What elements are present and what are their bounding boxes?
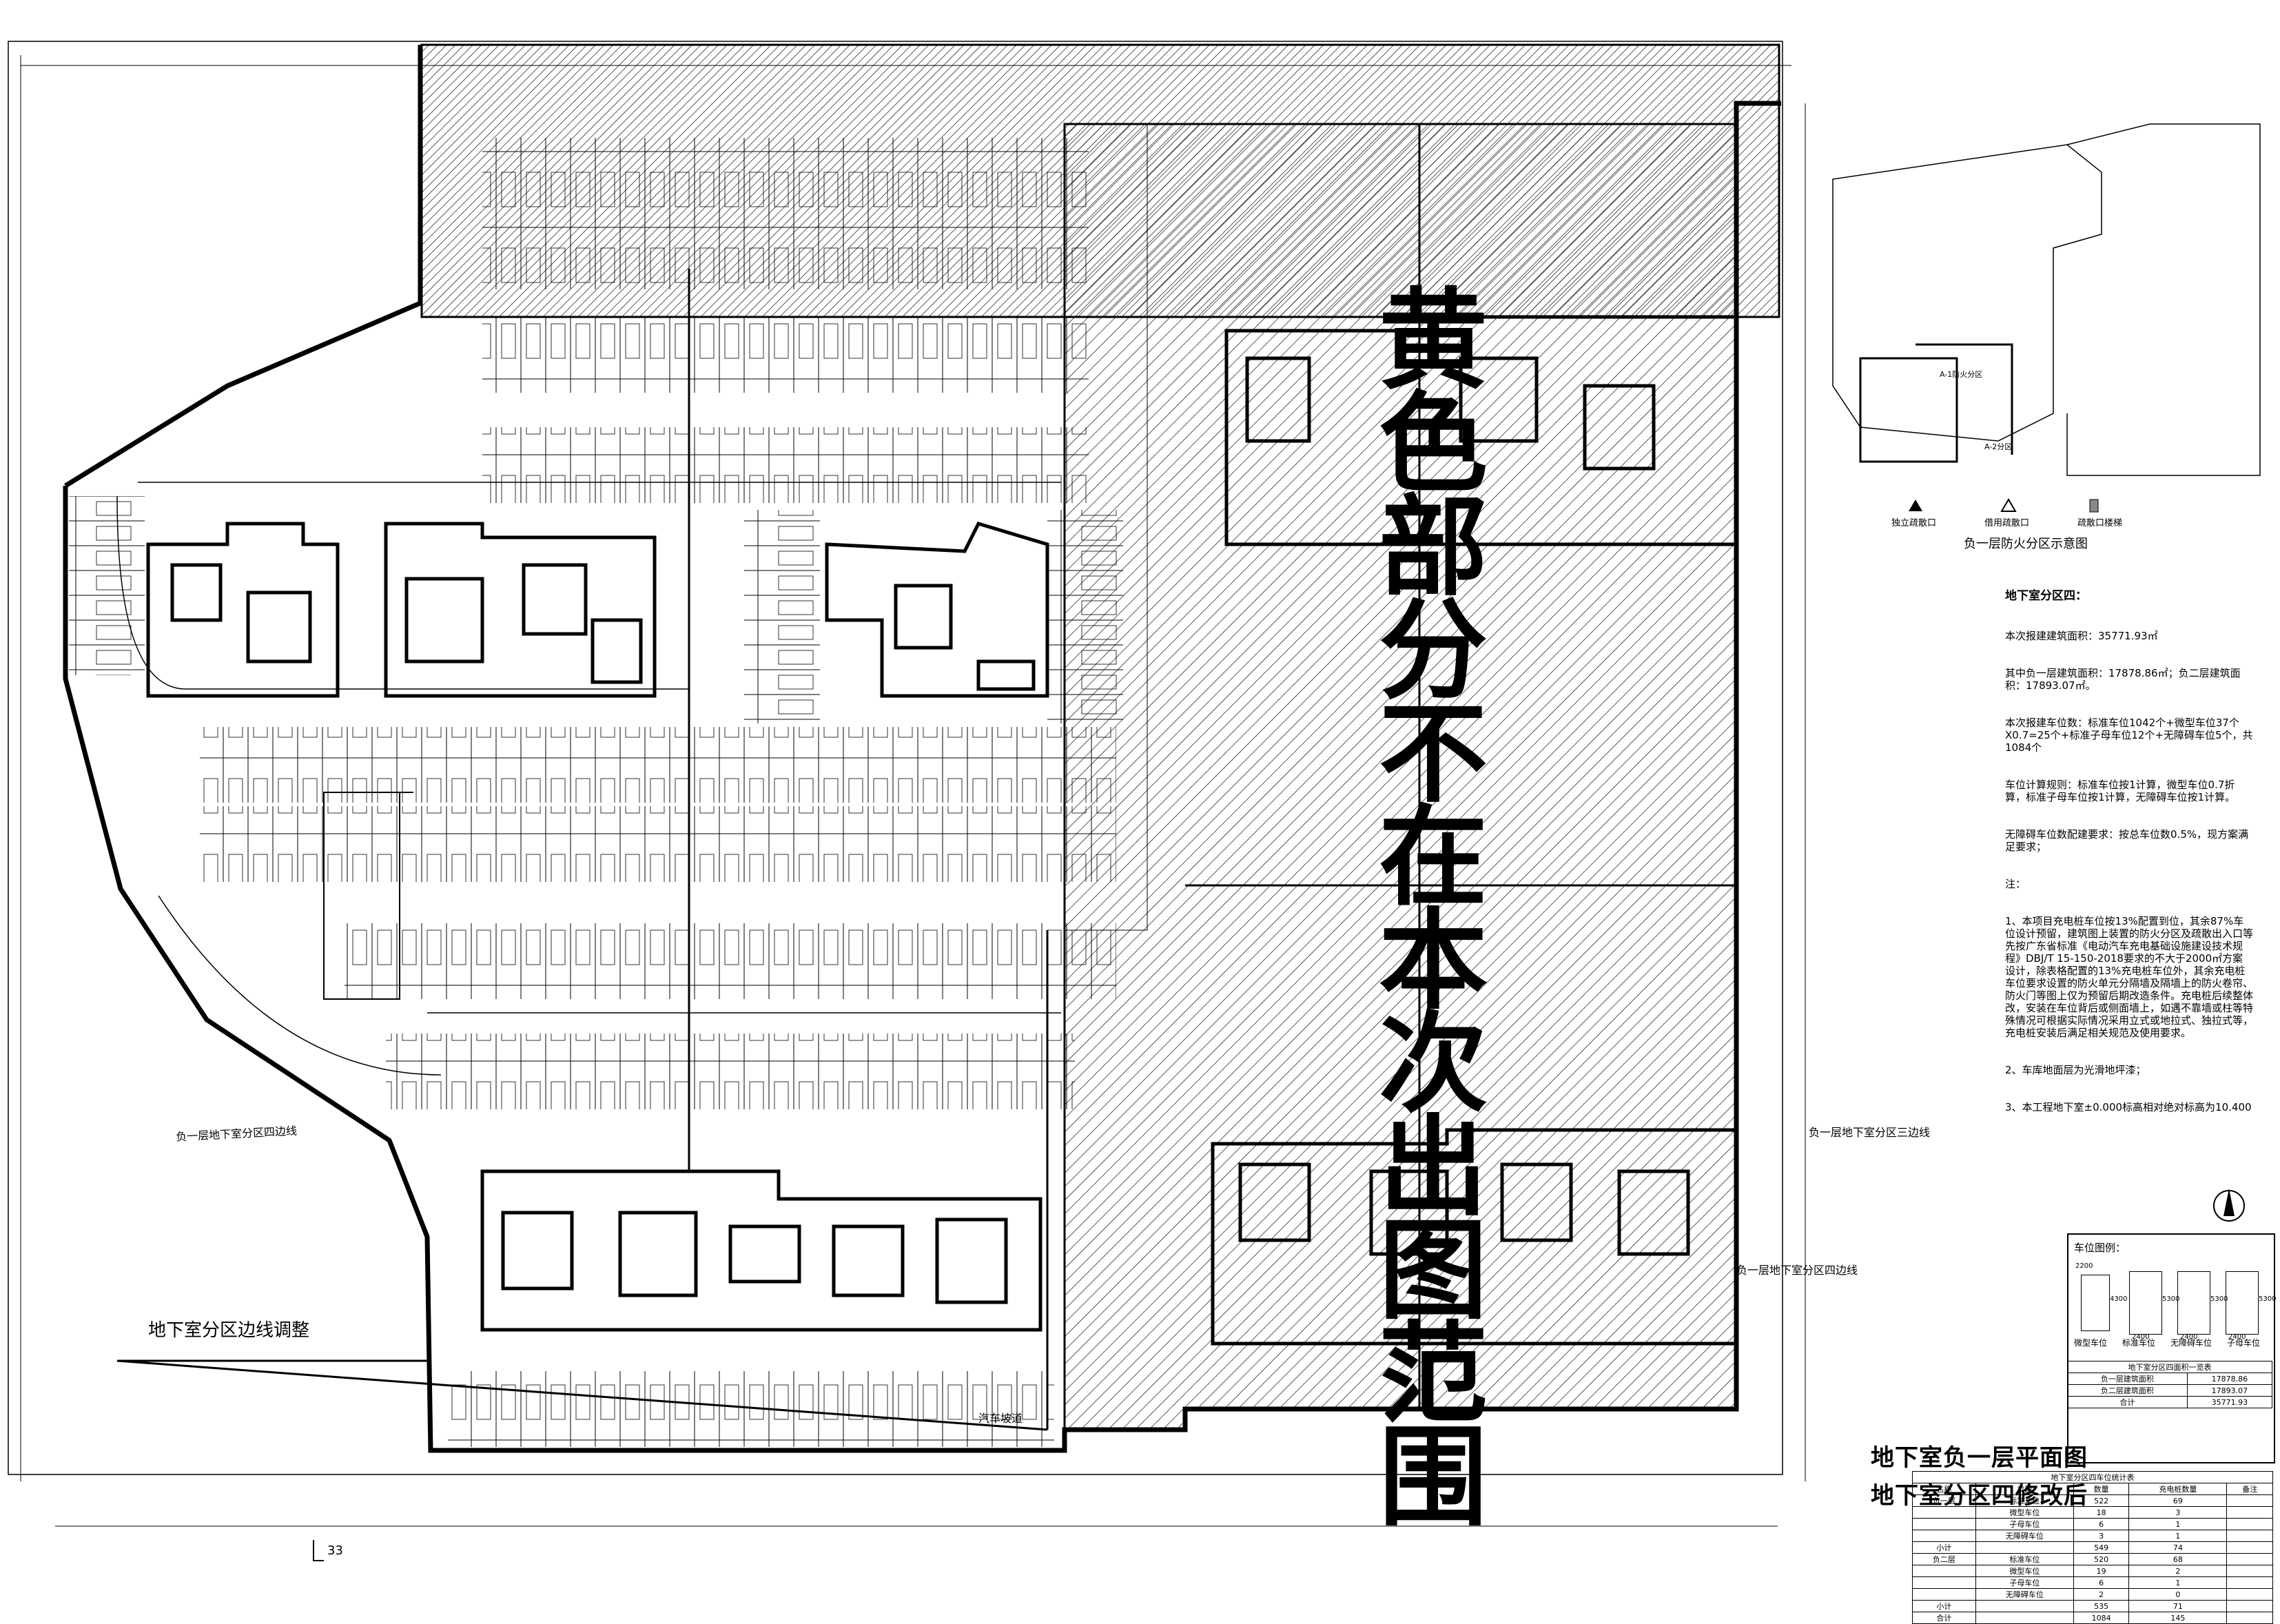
micro-stall-dim: 4300 <box>2110 1295 2128 1303</box>
tower-block-6 <box>1211 1128 1738 1346</box>
parking-column <box>69 496 145 675</box>
tower-block-2 <box>384 522 657 698</box>
micro-stall-dim: 2200 <box>2075 1262 2093 1270</box>
parking-legend-title: 车位图例： <box>2074 1242 2126 1254</box>
notes-line: 本次报建建筑面积：35771.93㎡ <box>2005 630 2158 642</box>
parking-legend-types: 微型车位 标准车位 无障碍车位 子母车位 2200 4300 5300 2400… <box>2074 1261 2276 1364</box>
key-plan <box>1832 123 2261 476</box>
parking-column <box>1047 510 1123 723</box>
key-plan-zone-a: A-1防火分区 <box>1940 370 1983 379</box>
legend-borrowed-exit: 借用疏散口 <box>1984 518 2030 528</box>
notes-line: 注： <box>2005 878 2026 890</box>
drawing-title: 地下室负一层平面图 <box>1871 1444 2088 1472</box>
zone-boundary-adjust-label: 地下室分区边线调整 <box>148 1320 310 1341</box>
parking-row <box>345 923 1116 999</box>
parking-row <box>386 1034 1075 1109</box>
accessible-stall-dim: 2400 <box>2180 1333 2198 1341</box>
table-header-row: 名称 类型 数量 充电桩数量 备注 <box>1912 1483 2273 1495</box>
accessible-stall-label: 无障碍车位 <box>2170 1338 2212 1348</box>
tandem-stall-dim: 2400 <box>2228 1333 2246 1341</box>
parking-column <box>744 510 820 723</box>
parking-legend-box <box>2067 1233 2275 1463</box>
notes-line: 2、车库地面层为光滑地坪漆； <box>2005 1064 2146 1076</box>
tandem-stall-label: 子母车位 <box>2227 1338 2261 1348</box>
legend-independent-exit: 独立疏散口 <box>1891 518 1937 528</box>
zone4-east-line-label: 负一层地下室分区四边线 <box>1736 1264 1858 1277</box>
borrowed-exit-icon <box>2000 498 2017 512</box>
independent-exit-icon <box>1909 500 1922 511</box>
micro-stall-label: 微型车位 <box>2074 1338 2108 1348</box>
notes-block: 地下室分区四： 本次报建建筑面积：35771.93㎡ 其中负一层建筑面积：178… <box>2005 565 2253 1126</box>
tower-block-5 <box>1224 315 1738 546</box>
tower-block-4 <box>480 1169 1043 1332</box>
standard-stall-icon <box>2129 1271 2162 1335</box>
standard-stall-dim: 5300 <box>2162 1295 2180 1303</box>
area-table-title: 地下室分区四面积一览表 <box>2067 1361 2272 1373</box>
notes-line: 本次报建车位数：标准车位1042个+微型车位37个X0.7=25个+标准子母车位… <box>2005 717 2253 754</box>
scale-mark: 33 <box>327 1543 343 1558</box>
north-arrow-icon <box>2213 1189 2245 1222</box>
parking-row <box>482 138 1089 214</box>
parking-row <box>482 427 1089 503</box>
watermark-text: 黄色部分不在本次出图范围 <box>1379 278 1488 1541</box>
ramp-structure <box>323 792 400 1000</box>
parking-row <box>200 806 1116 882</box>
notes-line: 3、本工程地下室±0.000标高相对绝对标高为10.400 <box>2005 1101 2252 1113</box>
hatched-area-east <box>1063 123 1738 1431</box>
notes-title: 地下室分区四： <box>2005 589 2087 603</box>
tower-block-1 <box>146 522 340 698</box>
parking-row <box>482 214 1089 289</box>
exit-stair-icon <box>2089 499 2099 513</box>
ramp-label: 汽车坡道 <box>978 1412 1023 1425</box>
standard-stall-label: 标准车位 <box>2122 1338 2156 1348</box>
legend-exit-stair: 疏散口楼梯 <box>2077 518 2123 528</box>
zone3-line-label: 负一层地下室分区三边线 <box>1809 1126 1931 1139</box>
notes-line: 车位计算规则：标准车位按1计算，微型车位0.7折算，标准子母车位按1计算，无障碍… <box>2005 779 2236 803</box>
accessible-stall-dim: 5300 <box>2210 1295 2228 1303</box>
tandem-stall-dim: 5300 <box>2259 1295 2277 1303</box>
parking-row <box>448 1371 1054 1447</box>
zone-boundary-adjust-line <box>116 1359 1048 1431</box>
key-plan-title: 负一层防火分区示意图 <box>1964 537 2088 551</box>
parking-row <box>200 727 1116 803</box>
micro-stall-icon <box>2081 1275 2110 1331</box>
notes-line: 无障碍车位数配建要求：按总车位数0.5%，现方案满足要求； <box>2005 828 2249 853</box>
parking-row <box>482 317 1089 393</box>
key-plan-zone-b: A-2分区 <box>1984 442 2013 451</box>
tower-block-3 <box>825 522 1049 698</box>
accessible-stall-icon <box>2177 1271 2210 1335</box>
standard-stall-dim: 2400 <box>2132 1333 2150 1341</box>
notes-line: 1、本项目充电桩车位按13%配置到位，其余87%车位设计预留，建筑图上装置的防火… <box>2005 915 2254 1039</box>
notes-line: 其中负一层建筑面积：17878.86㎡；负二层建筑面积：17893.07㎡。 <box>2005 667 2241 692</box>
stat-table-title: 地下室分区四车位统计表 <box>1912 1471 2273 1483</box>
site-boundary <box>8 41 1783 1475</box>
tandem-stall-icon <box>2226 1271 2259 1335</box>
